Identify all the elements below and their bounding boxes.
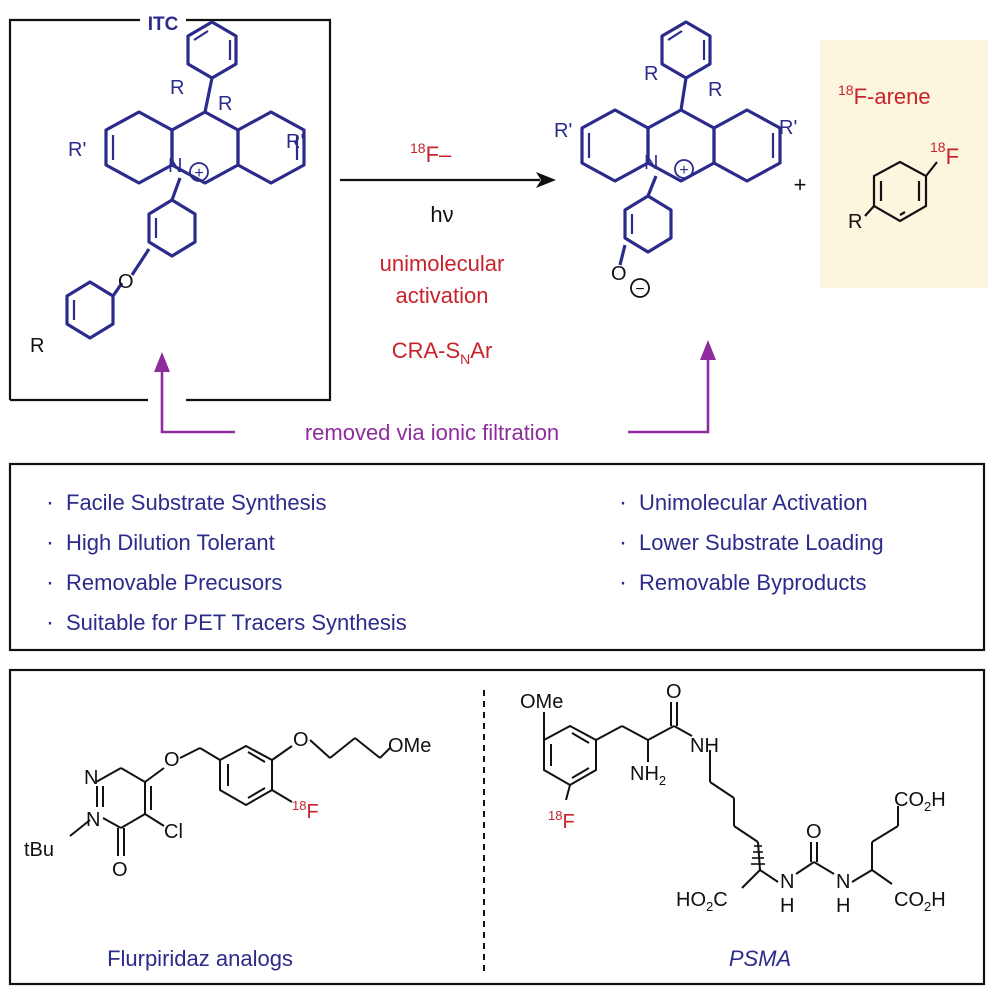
flurpiridaz-n2: N [86, 809, 100, 831]
feature-bullet: · [619, 569, 627, 596]
examples-box [8, 668, 986, 986]
product-r-prime-right: R' [779, 117, 797, 139]
psma-amide-nh: NH [690, 735, 719, 757]
filtration-arrow-head-left [154, 352, 170, 372]
features-left-list: · Facile Substrate Synthesis · High Dilu… [46, 489, 407, 636]
condition-unimolecular: unimolecular [380, 251, 505, 276]
product-negative-charge-icon [630, 278, 650, 298]
itc-positive-charge: + [194, 165, 203, 182]
itc-r-prime-right: R' [286, 131, 304, 153]
psma-amide-o: O [666, 681, 682, 703]
filtration-arrows [160, 358, 710, 434]
flurpiridaz-cl: Cl [164, 821, 183, 843]
flurpiridaz-n1: N [84, 767, 98, 789]
itc-title: ITC [148, 14, 179, 35]
itc-oxygen: O [118, 271, 134, 293]
flurpiridaz-fluorine: 18F [292, 798, 319, 823]
psma-structure [543, 702, 899, 889]
filtration-label: removed via ionic filtration [305, 420, 559, 445]
flurpiridaz-carbonyl-o: O [112, 859, 128, 881]
features-box [8, 462, 986, 652]
feature-item: Facile Substrate Synthesis [66, 490, 326, 515]
itc-box [8, 18, 332, 402]
itc-inner-bonds [72, 30, 299, 320]
product-r-top-right: R [708, 79, 722, 101]
feature-item: Removable Precusors [66, 570, 282, 595]
psma-ho2c: HO2C [676, 889, 728, 914]
product-oxygen: O [611, 263, 627, 285]
feature-item: Lower Substrate Loading [639, 530, 884, 555]
psma-co2h-right: CO2H [894, 889, 946, 914]
psma-urea-o: O [806, 821, 822, 843]
condition-activation: activation [396, 283, 489, 308]
feature-bullet: · [46, 569, 54, 596]
fluoroarene-fluorine: 18F [930, 139, 959, 169]
fluoroarene-title: 18F-arene [838, 82, 931, 109]
features-right-list: · Unimolecular Activation · Lower Substr… [619, 489, 884, 596]
feature-item: High Dilution Tolerant [66, 530, 275, 555]
light-label: hν [430, 202, 453, 227]
flurpiridaz-tbu: tBu [24, 839, 54, 861]
reagent-18f: 18F– [410, 140, 452, 167]
itc-r-top-right: R [218, 93, 232, 115]
product-positive-charge-icon [674, 159, 694, 179]
psma-ome: OMe [520, 691, 563, 713]
fluoroarene-r: R [848, 211, 862, 233]
fluoroarene-ring [864, 160, 938, 223]
feature-item: Unimolecular Activation [639, 490, 868, 515]
feature-bullet: · [46, 529, 54, 556]
flurpiridaz-structure [69, 737, 391, 856]
psma-nh-right: N [836, 871, 850, 893]
psma-nh-left: N [780, 871, 794, 893]
reaction-arrow-head [536, 172, 556, 188]
feature-bullet: · [619, 529, 627, 556]
product-r-prime-left: R' [554, 120, 572, 142]
product-nitrogen: N [644, 152, 658, 174]
psma-caption: PSMA [729, 946, 791, 971]
psma-fluorine: 18F [548, 808, 575, 833]
psma-nh-left-h: H [780, 895, 794, 917]
mechanism-label: CRA-SNAr [392, 338, 493, 367]
itc-r-prime-left: R' [68, 139, 86, 161]
itc-positive-charge-icon [189, 162, 209, 182]
plus-sign: + [794, 172, 807, 197]
feature-bullet: · [46, 489, 54, 516]
psma-stereo-hash [751, 845, 765, 865]
filtration-arrow-head-right [700, 340, 716, 360]
psma-co2h-top: CO2H [894, 789, 946, 814]
flurpiridaz-ether-o1: O [164, 749, 180, 771]
product-acridine [580, 20, 782, 266]
feature-bullet: · [46, 609, 54, 636]
product-r-top-left: R [644, 63, 658, 85]
itc-r-bottom: R [30, 335, 44, 357]
feature-item: Removable Byproducts [639, 570, 866, 595]
psma-amine: NH2 [630, 763, 666, 788]
flurpiridaz-caption: Flurpiridaz analogs [107, 946, 293, 971]
flurpiridaz-ether-o2: O [293, 729, 309, 751]
product-negative-charge: − [635, 281, 644, 298]
feature-bullet: · [619, 489, 627, 516]
flurpiridaz-ome: OMe [388, 735, 431, 757]
product-positive-charge: + [679, 162, 688, 179]
product-inner-bonds [587, 30, 775, 234]
itc-nitrogen: N [168, 155, 182, 177]
itc-r-top-left: R [170, 77, 184, 99]
feature-item: Suitable for PET Tracers Synthesis [66, 610, 407, 635]
psma-nh-right-h: H [836, 895, 850, 917]
itc-acridinium [65, 20, 306, 340]
